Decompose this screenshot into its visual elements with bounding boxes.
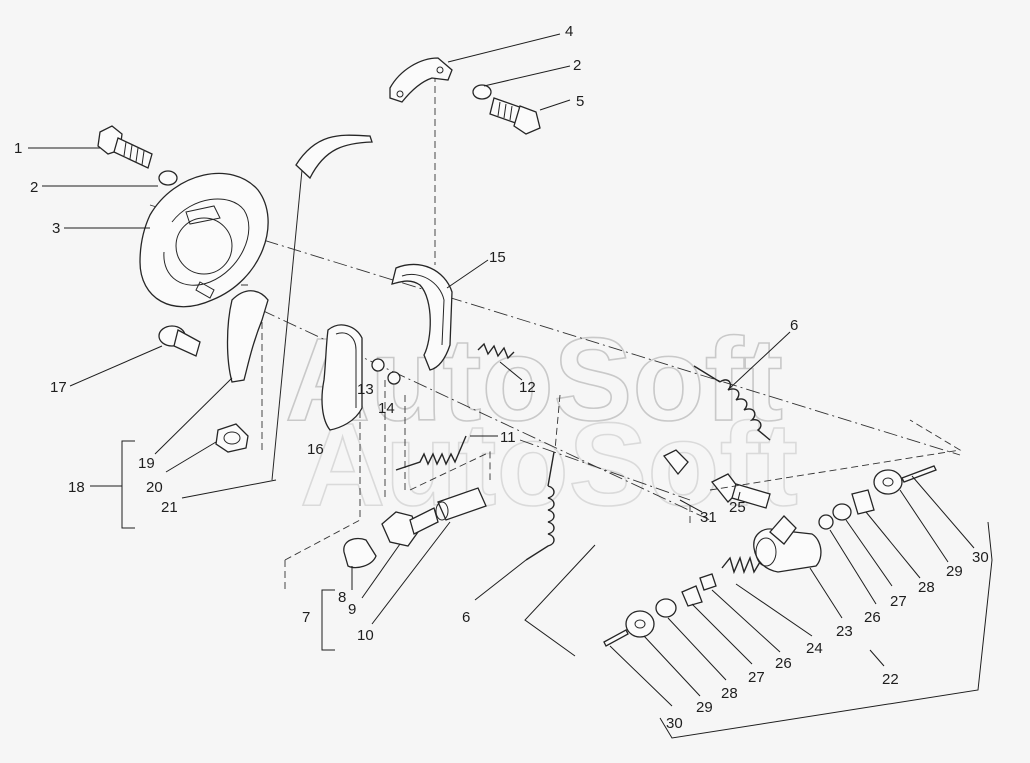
callout-26-left: 26 — [775, 655, 792, 672]
part-4-lever-arm — [389, 57, 453, 103]
callout-6-lower: 6 — [462, 609, 470, 626]
part-28-piston-right — [851, 489, 875, 515]
callout-23: 23 — [836, 623, 853, 640]
part-14-nut — [387, 371, 401, 385]
part-26-cup-right — [818, 514, 834, 530]
callout-8: 8 — [338, 589, 346, 606]
part-16-brake-shoe — [321, 324, 363, 431]
part-29-boot-right — [873, 469, 903, 495]
part-19-lever — [226, 290, 269, 383]
callout-26-right: 26 — [864, 609, 881, 626]
part-25-bleeder — [663, 449, 771, 509]
assembly-axes — [149, 75, 961, 590]
part-1-bolt — [97, 125, 153, 169]
callout-12: 12 — [519, 379, 536, 396]
part-12-spring — [477, 342, 515, 360]
leader-lines — [28, 33, 975, 707]
part-21-rod — [271, 134, 373, 481]
part-11-spring — [395, 435, 467, 471]
callout-2: 2 — [30, 179, 38, 196]
callout-28-right: 28 — [918, 579, 935, 596]
callout-30-right: 30 — [972, 549, 989, 566]
callout-19: 19 — [138, 455, 155, 472]
callout-10: 10 — [357, 627, 374, 644]
part-3-backing-plate — [139, 172, 269, 308]
part-24-spring — [721, 555, 761, 575]
part-17-anchor-pin — [158, 325, 201, 357]
part-6-spring-upper — [693, 365, 771, 441]
part-27-seal-left — [681, 585, 703, 607]
callout-3: 3 — [52, 220, 60, 237]
callout-28-left: 28 — [721, 685, 738, 702]
callout-13: 13 — [357, 381, 374, 398]
part-10-sleeve — [435, 487, 487, 521]
part-2-washer-top — [472, 84, 492, 100]
callout-2-top: 2 — [573, 57, 581, 74]
callout-4: 4 — [565, 23, 573, 40]
part-28-ring-left — [655, 598, 677, 618]
callout-20: 20 — [146, 479, 163, 496]
part-2-washer — [158, 170, 178, 186]
callout-9: 9 — [348, 601, 356, 618]
callout-30-left: 30 — [666, 715, 683, 732]
callout-6-upper: 6 — [790, 317, 798, 334]
callout-29-right: 29 — [946, 563, 963, 580]
part-30-pushrod-right — [901, 465, 937, 483]
callout-27-right: 27 — [890, 593, 907, 610]
callout-17: 17 — [50, 379, 67, 396]
part-26-cup-left — [699, 573, 717, 591]
callout-25: 25 — [729, 499, 746, 516]
callout-5: 5 — [576, 93, 584, 110]
part-13-nut — [371, 358, 385, 372]
part-27-ring-right — [832, 503, 852, 521]
callout-21: 21 — [161, 499, 178, 516]
part-9-adjuster-screw — [381, 507, 439, 547]
callout-numbers: 1 2 3 4 2 5 15 6 12 13 14 16 11 17 18 19… — [14, 23, 989, 732]
part-20-adjuster — [215, 423, 249, 453]
callout-7: 7 — [302, 609, 310, 626]
callout-22: 22 — [882, 671, 899, 688]
callout-11: 11 — [500, 429, 516, 446]
part-29-boot-left — [625, 610, 655, 638]
part-6-spring-lower — [525, 451, 555, 561]
callout-31: 31 — [700, 509, 717, 526]
callout-29-left: 29 — [696, 699, 713, 716]
callout-1: 1 — [14, 140, 22, 157]
callout-24: 24 — [806, 640, 823, 657]
part-8-cap — [343, 537, 377, 569]
callout-15: 15 — [489, 249, 506, 266]
part-15-brake-shoe — [391, 263, 453, 371]
callout-14: 14 — [378, 400, 395, 417]
group-brackets — [121, 419, 993, 739]
callout-16: 16 — [307, 441, 324, 458]
part-30-pushrod-left — [603, 629, 629, 647]
part-23-cylinder — [753, 515, 822, 573]
callout-27-left: 27 — [748, 669, 765, 686]
callout-18: 18 — [68, 479, 85, 496]
part-5-bolt — [489, 97, 541, 135]
watermark-text: AutoSoft — [285, 314, 783, 446]
watermark-text-shadow: AutoSoft — [300, 399, 798, 531]
